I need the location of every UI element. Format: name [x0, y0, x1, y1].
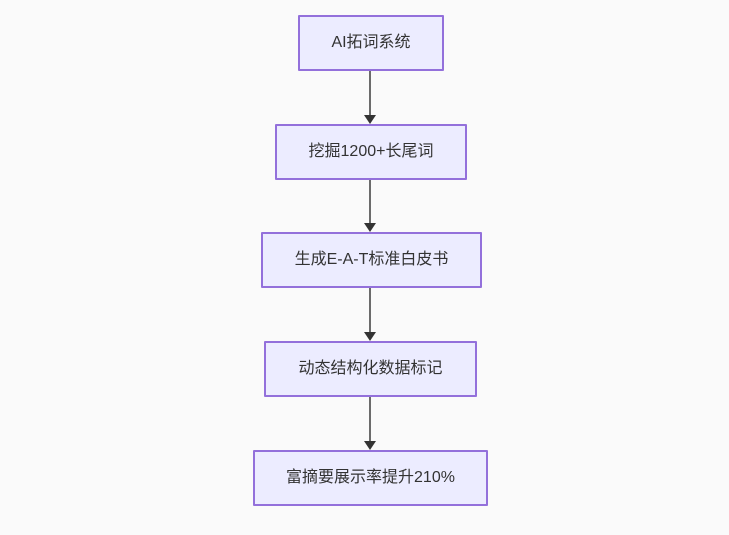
edge-line: [369, 71, 371, 119]
connector-4: [364, 397, 376, 450]
connector-2: [364, 180, 376, 232]
flow-node-2: 挖掘1200+长尾词: [275, 124, 467, 180]
flow-node-3-label: 生成E-A-T标准白皮书: [294, 251, 449, 268]
connector-1: [364, 71, 376, 124]
flow-node-5: 富摘要展示率提升210%: [253, 450, 488, 506]
flow-node-1: AI拓词系统: [298, 15, 444, 71]
flow-node-2-label: 挖掘1200+长尾词: [308, 143, 434, 160]
flow-node-5-label: 富摘要展示率提升210%: [286, 469, 455, 486]
flow-node-1-label: AI拓词系统: [331, 34, 411, 51]
edge-line: [369, 180, 371, 227]
edge-line: [369, 288, 371, 336]
flow-node-4: 动态结构化数据标记: [264, 341, 477, 397]
edge-line: [369, 397, 371, 445]
arrowhead-down-icon: [364, 441, 376, 450]
arrowhead-down-icon: [364, 332, 376, 341]
connector-3: [364, 288, 376, 341]
arrowhead-down-icon: [364, 223, 376, 232]
flow-node-3: 生成E-A-T标准白皮书: [261, 232, 482, 288]
arrowhead-down-icon: [364, 115, 376, 124]
flow-node-4-label: 动态结构化数据标记: [298, 360, 443, 377]
